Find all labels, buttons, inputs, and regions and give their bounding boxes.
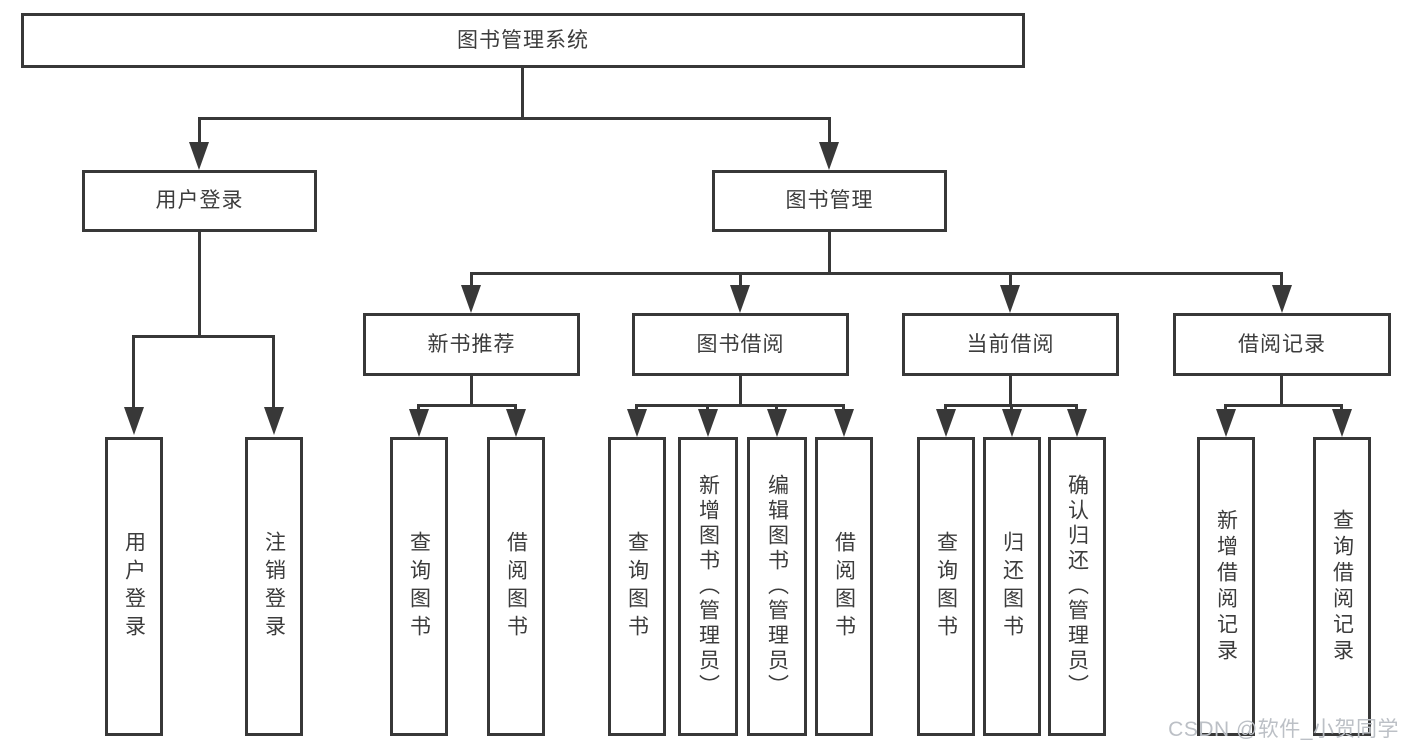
arrow-down-icon — [124, 407, 144, 435]
arrow-down-icon — [506, 409, 526, 437]
connector-newbook-stem — [470, 374, 473, 406]
arrow-down-icon — [1216, 409, 1236, 437]
arrow-down-icon — [409, 409, 429, 437]
node-library-management-system: 图书管理系统 — [21, 13, 1025, 68]
leaf-logout: 注销登录 — [245, 437, 303, 736]
connector-root-stem — [521, 66, 524, 119]
arrow-down-icon — [1000, 285, 1020, 313]
arrow-down-icon — [936, 409, 956, 437]
connector-current-stem — [1009, 374, 1012, 406]
node-label: 新增图书（管理员） — [696, 474, 720, 699]
node-label: 查询图书 — [407, 530, 431, 643]
connector-shaft — [1280, 273, 1283, 287]
node-label: 借阅图书 — [504, 530, 528, 643]
node-label: 当前借阅 — [966, 332, 1055, 356]
arrow-down-icon — [1067, 409, 1087, 437]
arrow-down-icon — [834, 409, 854, 437]
connector-newbook-rail — [417, 404, 517, 407]
leaf-newbook-borrow-books: 借阅图书 — [487, 437, 545, 736]
node-label: 查询图书 — [934, 530, 958, 643]
connector-level1-rail — [198, 117, 830, 120]
connector-borrow-stem — [739, 374, 742, 406]
node-user-login: 用户登录 — [82, 170, 317, 232]
connector-shaft — [1009, 273, 1012, 287]
node-label: 用户登录 — [155, 189, 244, 213]
connector-book-mgmt-stem — [828, 229, 831, 275]
connector-shaft — [739, 273, 742, 287]
connector-level3-rail — [470, 272, 1283, 275]
arrow-down-icon — [1332, 409, 1352, 437]
leaf-current-query-books: 查询图书 — [917, 437, 975, 736]
arrow-down-icon — [1002, 409, 1022, 437]
connector-borrow-rail — [635, 404, 845, 407]
csdn-watermark: CSDN @软件_小贺同学 — [1168, 718, 1399, 741]
node-new-book-recommend: 新书推荐 — [363, 313, 580, 376]
connector-records-rail — [1224, 404, 1343, 407]
connector-user-login-rail — [132, 335, 275, 338]
leaf-records-query-record: 查询借阅记录 — [1313, 437, 1371, 736]
arrow-down-icon — [698, 409, 718, 437]
connector-shaft — [272, 336, 275, 410]
node-label: 新增借阅记录 — [1214, 508, 1238, 665]
connector-shaft — [470, 273, 473, 287]
node-label: 注销登录 — [262, 530, 286, 643]
connector-user-login-shaft — [198, 117, 201, 145]
leaf-newbook-query-books: 查询图书 — [390, 437, 448, 736]
node-label: 新书推荐 — [427, 332, 516, 356]
arrow-down-icon — [730, 285, 750, 313]
leaf-user-login: 用户登录 — [105, 437, 163, 736]
arrow-down-icon — [264, 407, 284, 435]
node-borrowing-records: 借阅记录 — [1173, 313, 1391, 376]
node-label: 归还图书 — [1000, 530, 1024, 643]
leaf-borrow-add-books-admin: 新增图书（管理员） — [678, 437, 738, 736]
arrow-down-icon — [767, 409, 787, 437]
node-book-borrowing: 图书借阅 — [632, 313, 849, 376]
arrow-down-icon — [627, 409, 647, 437]
leaf-current-return-books: 归还图书 — [983, 437, 1041, 736]
node-label: 用户登录 — [122, 530, 146, 643]
leaf-borrow-borrow-books: 借阅图书 — [815, 437, 873, 736]
node-label: 图书借阅 — [696, 332, 785, 356]
node-label: 图书管理系统 — [457, 28, 589, 52]
leaf-borrow-query-books: 查询图书 — [608, 437, 666, 736]
arrow-down-icon — [1272, 285, 1292, 313]
node-current-borrowing: 当前借阅 — [902, 313, 1119, 376]
connector-records-stem — [1280, 374, 1283, 406]
node-book-management: 图书管理 — [712, 170, 947, 232]
arrow-down-icon — [189, 142, 209, 170]
leaf-current-confirm-return-admin: 确认归还（管理员） — [1048, 437, 1106, 736]
node-label: 图书管理 — [785, 189, 874, 213]
arrow-down-icon — [461, 285, 481, 313]
node-label: 查询图书 — [625, 530, 649, 643]
arrow-down-icon — [819, 142, 839, 170]
connector-user-login-stem — [198, 229, 201, 337]
node-label: 查询借阅记录 — [1330, 508, 1354, 665]
node-label: 编辑图书（管理员） — [765, 474, 789, 699]
leaf-records-add-record: 新增借阅记录 — [1197, 437, 1255, 736]
leaf-borrow-edit-books-admin: 编辑图书（管理员） — [747, 437, 807, 736]
node-label: 借阅记录 — [1238, 332, 1326, 356]
node-label: 确认归还（管理员） — [1065, 474, 1089, 699]
connector-book-mgmt-shaft — [828, 117, 831, 145]
node-label: 借阅图书 — [832, 530, 856, 643]
connector-shaft — [132, 336, 135, 410]
